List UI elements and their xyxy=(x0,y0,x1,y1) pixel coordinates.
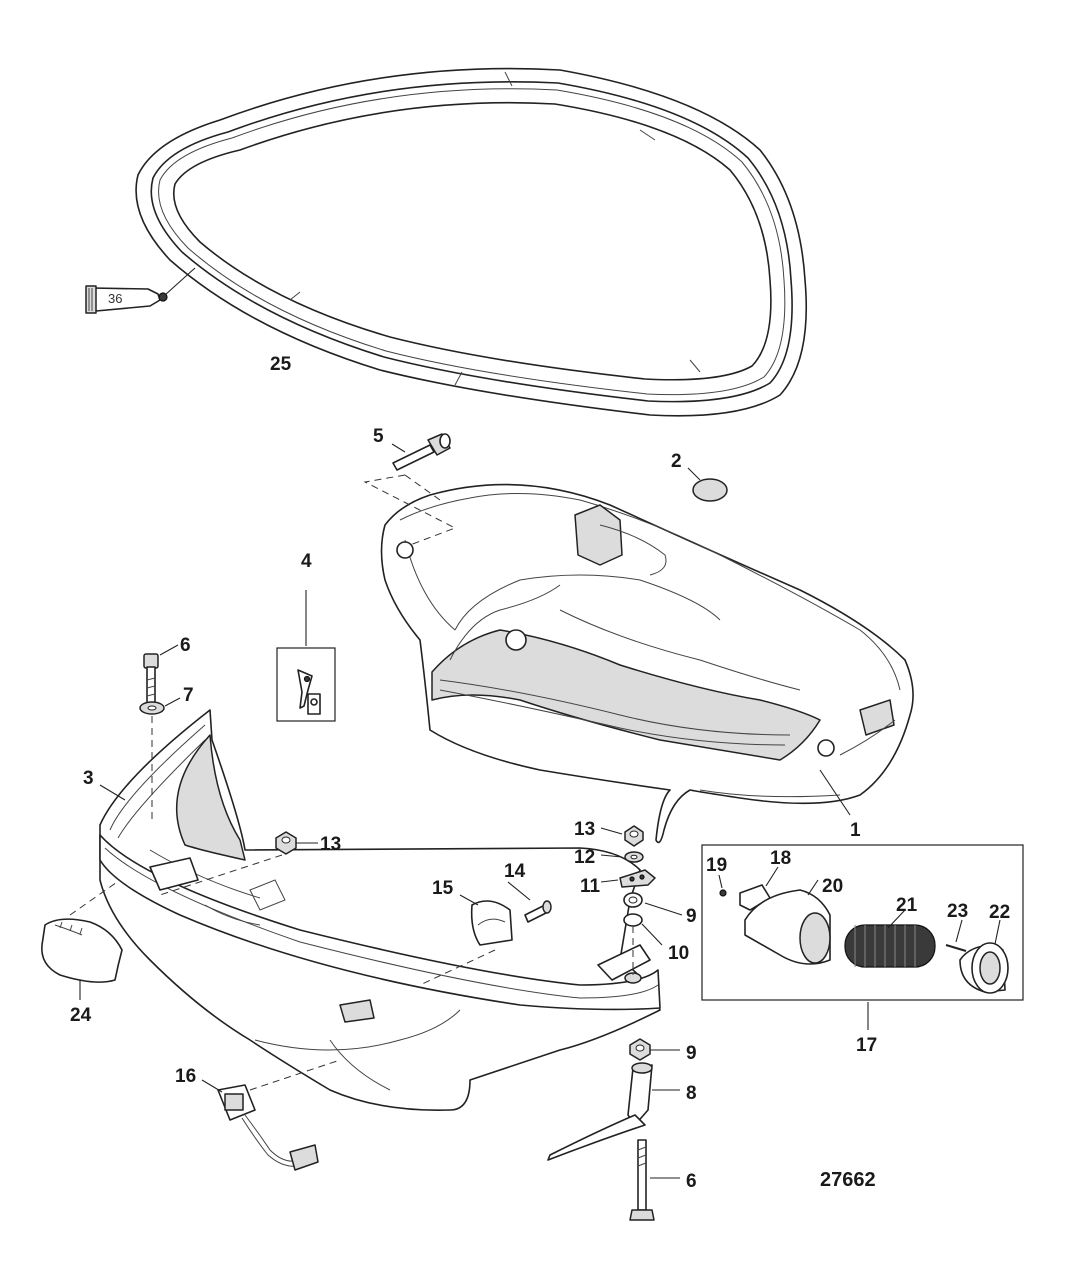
figure-id: 27662 xyxy=(820,1169,876,1191)
bolt-bottom-cowl xyxy=(143,653,159,708)
callout-6-top: 6 xyxy=(180,635,191,656)
callout-1: 1 xyxy=(850,820,861,841)
hose-21 xyxy=(844,924,936,968)
screw-19 xyxy=(719,889,727,897)
duct-20 xyxy=(744,889,831,965)
callout-4: 4 xyxy=(301,551,312,572)
callout-20: 20 xyxy=(822,876,843,897)
callout-10: 10 xyxy=(668,943,689,964)
sealant-tube-label: 36 xyxy=(108,291,122,306)
latch-lever xyxy=(547,1062,653,1161)
latch-tab xyxy=(307,693,321,715)
callout-2: 2 xyxy=(671,451,682,472)
callout-21: 21 xyxy=(896,895,918,916)
callout-18: 18 xyxy=(770,848,791,869)
callout-16: 16 xyxy=(175,1066,196,1087)
switch-harness xyxy=(217,1084,319,1171)
screw-23 xyxy=(945,944,967,952)
plug xyxy=(692,478,728,502)
callout-9-lower: 9 xyxy=(686,1043,697,1064)
intake-kit-box xyxy=(701,844,1024,1001)
callout-24: 24 xyxy=(70,1005,92,1026)
fitting-22 xyxy=(959,942,1009,994)
latch-bracket xyxy=(470,900,513,946)
callout-13-left: 13 xyxy=(320,834,341,855)
callout-12: 12 xyxy=(574,847,595,868)
front-cover xyxy=(41,918,123,983)
top-cowl-seal xyxy=(135,67,808,417)
latch-spring xyxy=(297,669,313,709)
callout-9-upper: 9 xyxy=(686,906,697,927)
callout-7: 7 xyxy=(183,685,194,706)
nut-left xyxy=(275,831,297,855)
callout-3: 3 xyxy=(83,768,94,789)
callout-13-right: 13 xyxy=(574,819,595,840)
callout-23: 23 xyxy=(947,901,968,922)
callout-17: 17 xyxy=(856,1035,877,1056)
bottom-cowl xyxy=(99,709,661,1111)
latch-kit-box xyxy=(276,647,336,722)
callout-19: 19 xyxy=(706,855,727,876)
callout-15: 15 xyxy=(432,878,454,899)
top-cowl xyxy=(380,483,914,844)
nut-lower xyxy=(629,1038,651,1061)
bolt-lower xyxy=(629,1139,655,1221)
sealant-tube: 36 xyxy=(85,285,168,314)
callout-5: 5 xyxy=(373,426,384,447)
screw-latch xyxy=(524,900,552,923)
retainer-11 xyxy=(619,869,656,888)
o-ring-10 xyxy=(623,913,643,927)
callout-22: 22 xyxy=(989,902,1010,923)
callout-6-bottom: 6 xyxy=(686,1171,697,1192)
callout-11: 11 xyxy=(580,876,601,897)
callout-25: 25 xyxy=(270,354,292,375)
callout-14: 14 xyxy=(504,861,526,882)
nut-right xyxy=(624,825,644,847)
bolt-top xyxy=(392,433,451,471)
callout-8: 8 xyxy=(686,1083,697,1104)
